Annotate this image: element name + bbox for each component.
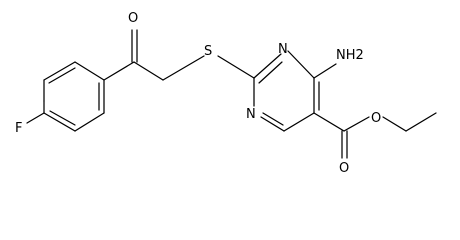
bond	[48, 67, 76, 84]
atom-label-sulfur: S	[204, 44, 212, 59]
bond	[103, 61, 135, 81]
bond	[313, 112, 345, 132]
bond	[74, 61, 105, 81]
atom-label-fluorine: F	[15, 121, 22, 136]
bond	[343, 116, 370, 132]
atom-label-amino-group: NH2	[336, 48, 364, 63]
bond	[313, 63, 337, 79]
bond	[262, 112, 284, 126]
bond	[26, 112, 45, 124]
bond	[287, 50, 315, 79]
bond	[405, 112, 437, 132]
bond	[382, 116, 407, 132]
atom-label-carbonyl-oxygen: O	[128, 11, 138, 26]
bond	[162, 55, 205, 81]
bond-layer	[26, 29, 437, 159]
bond	[74, 112, 105, 132]
bond	[43, 61, 76, 81]
bond	[260, 116, 285, 132]
bond	[258, 61, 283, 84]
atom-label-ring-nitrogen-bottom: N	[246, 107, 256, 122]
atom-label-ring-nitrogen-top: N	[278, 42, 288, 57]
bond	[253, 53, 282, 79]
bond	[43, 112, 76, 132]
bond	[49, 110, 76, 126]
bond	[217, 55, 255, 79]
bond	[133, 61, 164, 81]
atom-label-ester-ether-oxygen: O	[371, 111, 381, 126]
bond	[283, 112, 315, 132]
atom-label-layer: F O S N N NH2 O O	[15, 11, 381, 176]
chemical-structure-diagram: F O S N N NH2 O O	[15, 11, 437, 176]
atom-label-ester-carbonyl-oxygen: O	[339, 161, 349, 176]
structure-canvas: F O S N N NH2 O O	[15, 11, 437, 176]
